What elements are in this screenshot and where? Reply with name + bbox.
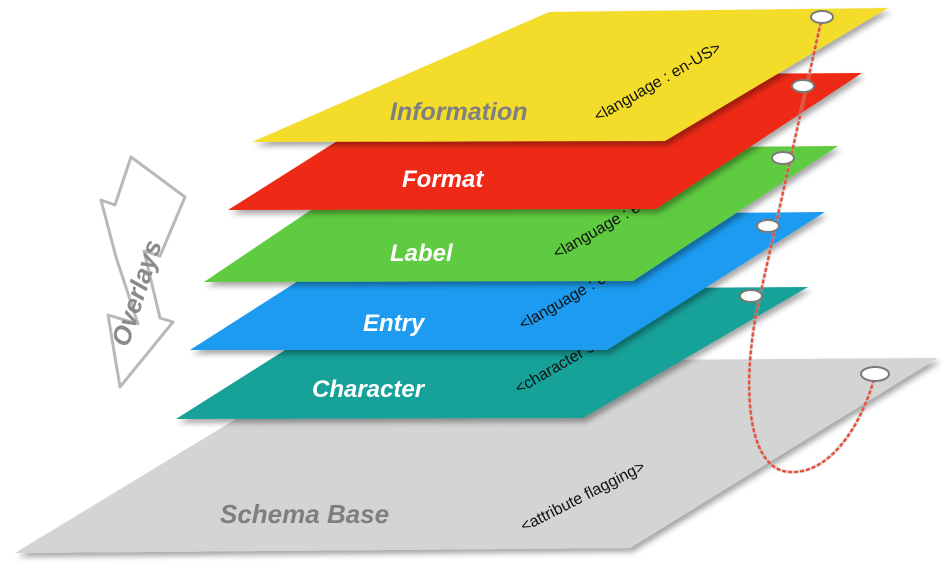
layer-schema-base: Schema Base <attribute flagging> (15, 358, 938, 553)
layer-information: Information <language : en-US> (252, 8, 888, 142)
information-title: Information (390, 98, 528, 126)
format-grommet (791, 79, 815, 93)
entry-grommet (756, 219, 780, 233)
format-title: Format (402, 166, 484, 193)
schema-base-grommet (860, 366, 890, 382)
label-grommet (771, 151, 795, 165)
schema-base-title: Schema Base (220, 499, 389, 529)
label-title: Label (390, 240, 454, 267)
information-grommet (810, 10, 834, 24)
overlays-double-arrow: Overlays (99, 155, 187, 389)
character-title: Character (312, 376, 426, 403)
schema-base-plane (15, 358, 938, 553)
information-plane (252, 8, 888, 142)
character-grommet (739, 289, 763, 303)
double-arrow-icon (99, 155, 187, 389)
grommets (739, 10, 890, 382)
connecting-thread-dots (747, 15, 877, 474)
entry-title: Entry (363, 310, 426, 337)
